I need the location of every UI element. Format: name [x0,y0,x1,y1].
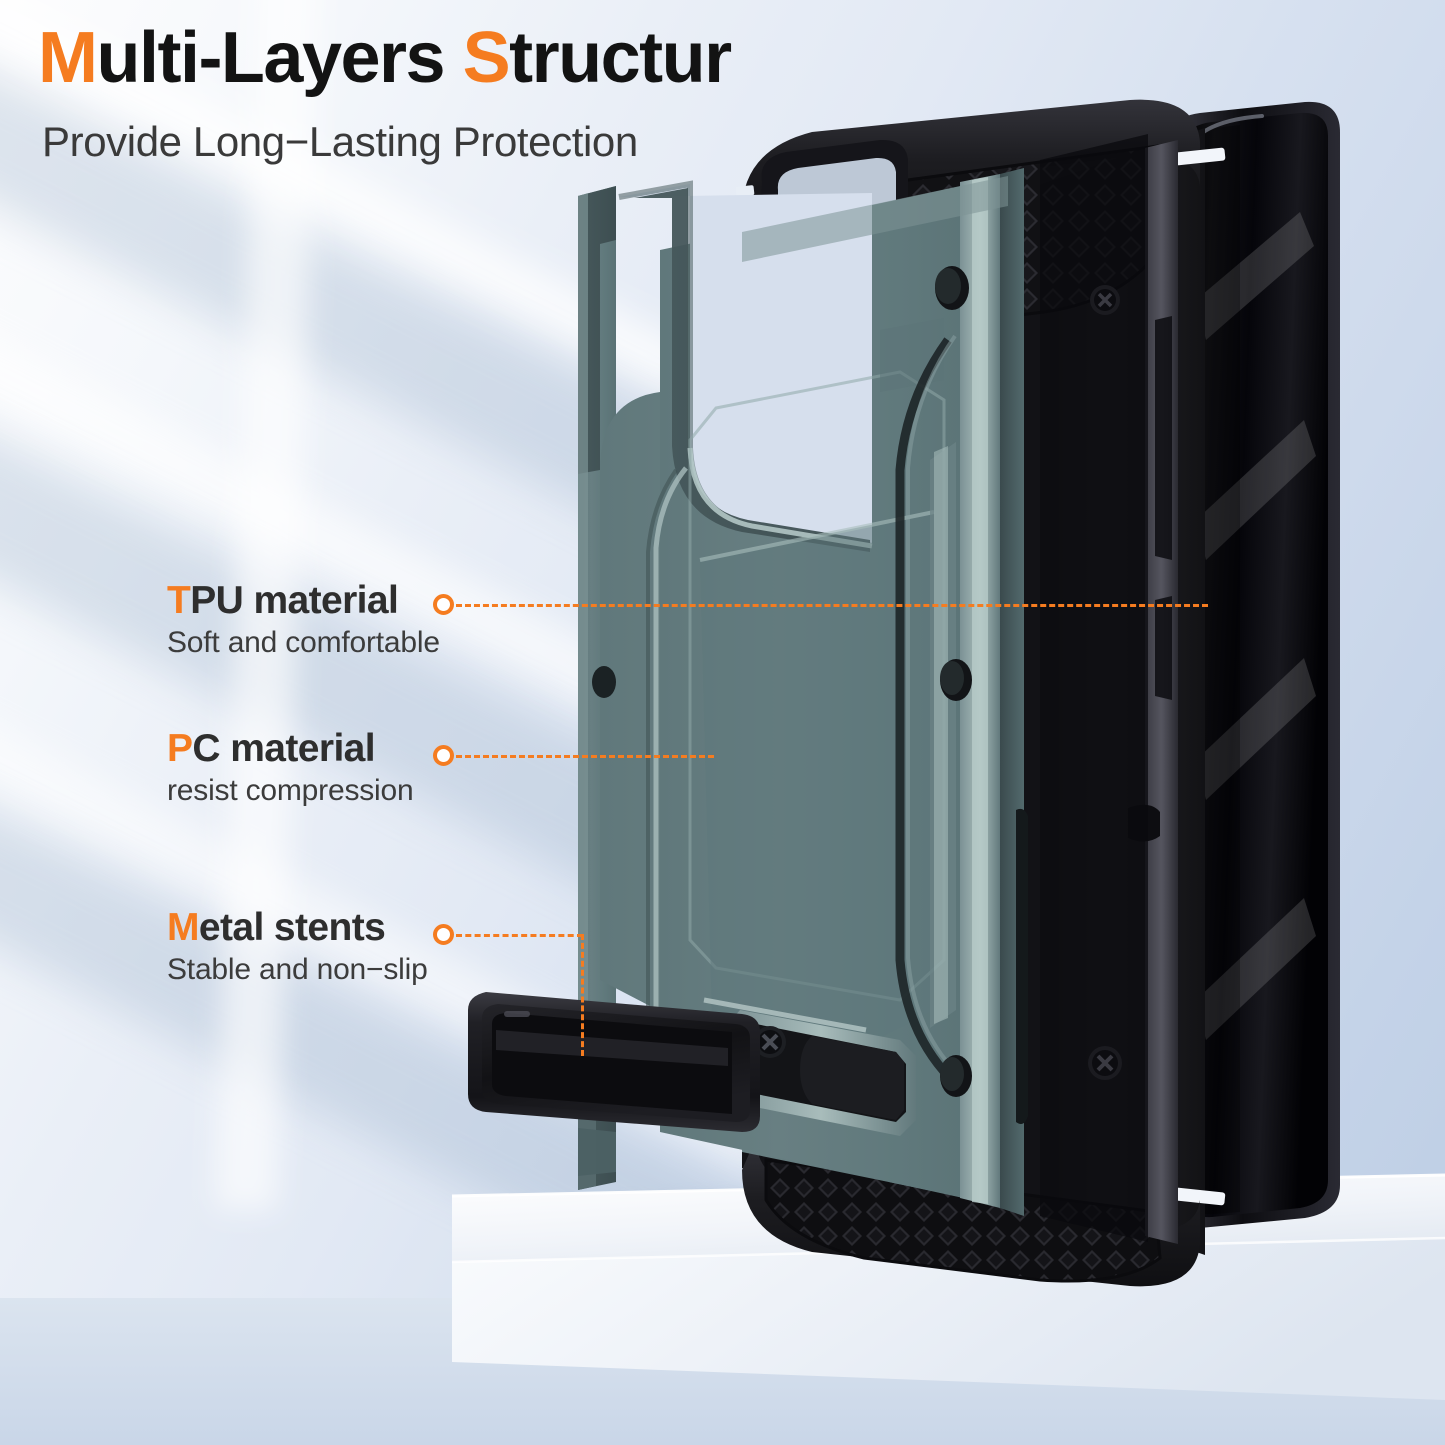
page-subtitle: Provide Long−Lasting Protection [42,118,638,165]
title-part-1: ulti-Layers [96,18,463,98]
callout-tpu-rest: PU material [190,579,399,622]
callout-pc-sub: resist compression [167,774,414,807]
callout-metal-accent: M [167,906,199,949]
title-accent-s: S [462,18,511,98]
case-screw [1088,1046,1122,1080]
page-title: Multi-Layers Structur [38,18,732,98]
metal-kickstand [468,992,760,1176]
leader-bullet-tpu [433,594,454,615]
tpu-outer-case [735,99,1226,1287]
leader-bullet-pc [433,745,454,766]
callout-pc-accent: P [167,727,193,770]
title-part-2: tructur [509,18,732,98]
leader-line-metal-vertical [581,934,584,1056]
callout-pc-title: PC material [167,729,413,768]
leader-line-pc [456,755,714,758]
callout-metal: Metal stents Stable and non−slip [167,908,428,986]
kickstand-screw [754,1026,786,1058]
callout-pc: PC material resist compression [167,729,414,807]
callout-tpu-accent: T [167,579,191,622]
button-cutout [935,266,969,310]
leader-line-metal-horizontal [456,934,583,937]
case-screw [1090,285,1120,315]
button-cutout [592,666,616,698]
callout-metal-title: Metal stents [167,908,428,947]
callout-metal-rest: etal stents [198,906,386,949]
callout-pc-rest: C material [192,727,376,770]
callout-metal-sub: Stable and non−slip [167,953,428,986]
leader-bullet-metal [433,924,454,945]
display-pedestal [0,1173,1445,1445]
callout-tpu-title: TPU material [167,581,440,620]
button-cutout [940,659,972,701]
title-accent-m: M [38,18,98,98]
pc-shield-plate [578,168,1028,1216]
window-light-band [0,602,781,1176]
leader-line-tpu [456,604,1208,607]
callout-tpu: TPU material Soft and comfortable [167,581,440,659]
callout-tpu-sub: Soft and comfortable [167,626,440,659]
window-light-band [0,223,754,777]
button-cutout [940,1055,972,1097]
phone-device [1163,101,1340,1229]
